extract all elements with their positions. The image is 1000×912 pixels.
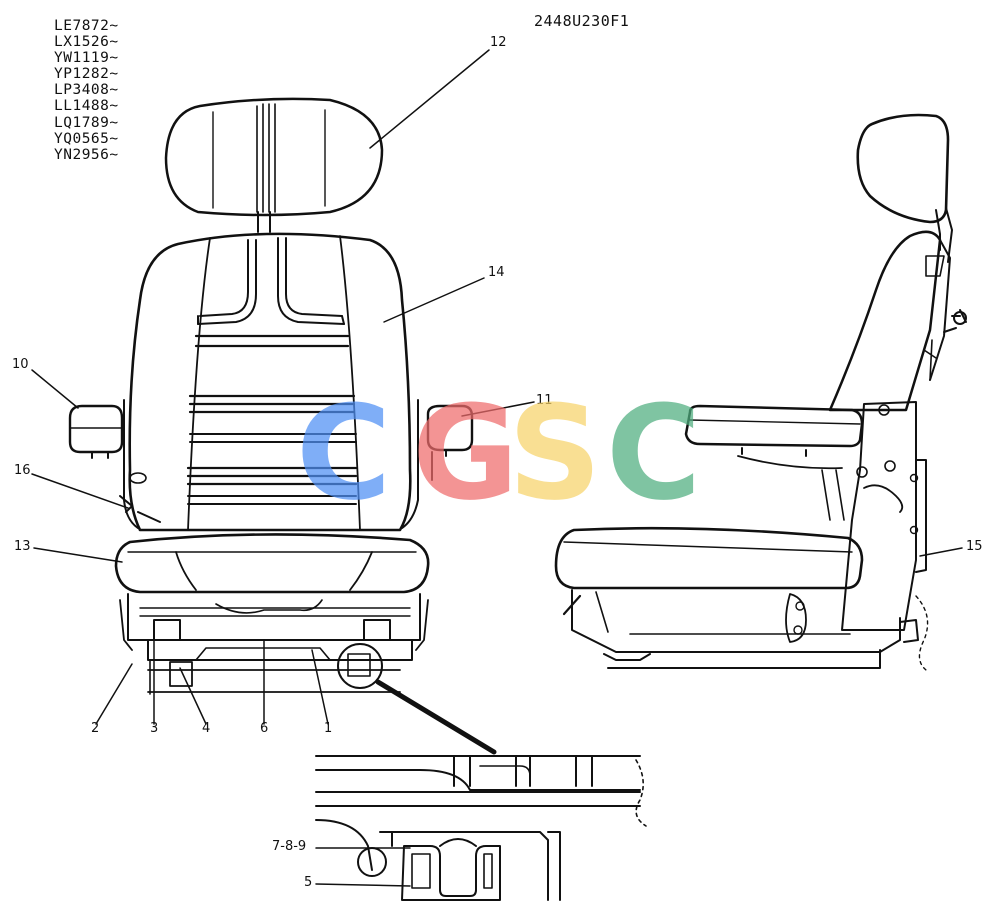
callout-5: 5	[304, 875, 313, 890]
callout-2: 2	[91, 721, 100, 736]
callout-12: 12	[490, 35, 507, 50]
leader-lines	[31, 49, 963, 887]
serial-number: LE7872~	[54, 18, 119, 34]
serial-number: LP3408~	[54, 82, 119, 99]
callout-1: 1	[324, 721, 333, 736]
detail-circle	[337, 643, 383, 689]
serial-number: YW1119~	[54, 50, 119, 67]
callout-10: 10	[12, 357, 29, 372]
serial-number: LX1526~	[54, 34, 119, 51]
watermark-letter: C	[606, 377, 702, 529]
watermark-letter: G	[412, 377, 519, 529]
side-backrest	[828, 230, 942, 412]
serial-number: YN2956~	[54, 146, 119, 163]
seat-cushion	[114, 533, 430, 594]
callout-4: 4	[202, 721, 211, 736]
detail-view	[315, 679, 647, 901]
serial-number: LL1488~	[54, 98, 119, 115]
armrest-left	[68, 404, 124, 454]
callout-14: 14	[488, 265, 505, 280]
watermark-letter: C	[296, 377, 392, 529]
side-base	[571, 589, 901, 653]
seat-base	[127, 593, 421, 641]
serial-number: YP1282~	[54, 66, 119, 83]
side-view-seat	[554, 113, 967, 671]
side-armrest	[684, 404, 864, 448]
armrest-right	[426, 404, 474, 452]
side-headrest	[856, 113, 950, 224]
callout-6: 6	[260, 721, 269, 736]
serial-number-list: LE7872~ LX1526~ YW1119~ YP1282~ LP3408~ …	[54, 18, 119, 163]
headrest	[164, 97, 384, 217]
slide-rail	[147, 669, 401, 693]
callout-13: 13	[14, 539, 31, 554]
drawing-id: 2448U230F1	[534, 12, 630, 30]
serial-number: LQ1789~	[54, 114, 119, 131]
lever	[119, 495, 161, 523]
side-seat-cushion	[554, 526, 864, 590]
backrest	[128, 232, 412, 532]
callout-16: 16	[14, 463, 31, 478]
slide-lock	[401, 845, 501, 901]
callout-3: 3	[150, 721, 159, 736]
callout-15: 15	[966, 539, 983, 554]
serial-number: YQ0565~	[54, 130, 119, 147]
callout-11: 11	[536, 393, 553, 408]
callout-7-8-9: 7-8-9	[272, 839, 307, 854]
watermark-letter: S	[508, 377, 602, 529]
side-bracket	[841, 401, 917, 631]
front-view-seat	[68, 97, 474, 695]
